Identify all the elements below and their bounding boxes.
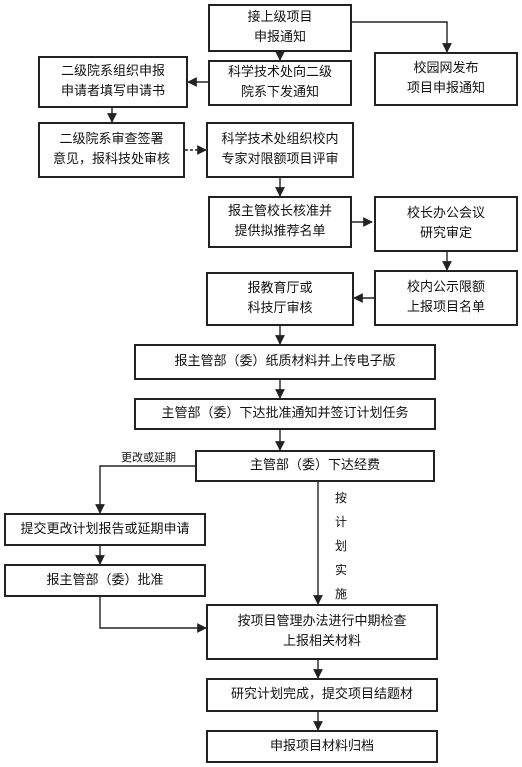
node-report-approve-label: 报主管部（委）批准	[46, 572, 164, 588]
node-expert-review-label: 科学技术处组织校内 专家对限额项目评审	[221, 132, 339, 167]
node-issue-approval: 主管部（委）下达批准通知并签订计划任务	[134, 398, 436, 430]
node-dept-review: 二级院系审查签署 意见，报科技处审核	[38, 122, 185, 178]
node-archive-label: 申报项目材料归档	[269, 738, 374, 754]
node-president-meeting: 校长办公会议 研究审定	[374, 196, 518, 252]
node-campus-publish-label: 校园网发布 项目申报通知	[406, 61, 485, 96]
arrow-notice-to-campus	[352, 21, 452, 53]
node-submit-paper-label: 报主管部（委）纸质材料并上传电子版	[174, 354, 396, 369]
node-report-approve: 报主管部（委）批准	[4, 564, 206, 597]
node-president-meeting-label: 校长办公会议 研究审定	[406, 206, 485, 241]
node-edu-dept-label: 报教育厅或 科技厅审核	[247, 281, 313, 316]
node-dept-organize: 二级院系组织申报 申请者填写申请书	[38, 56, 188, 108]
node-midterm-check-label: 按项目管理办法进行中期检查 上报相关材料	[237, 614, 407, 649]
node-research-complete-label: 研究计划完成，提交项目结题材	[230, 687, 413, 702]
node-research-complete: 研究计划完成，提交项目结题材	[206, 678, 438, 712]
node-submit-change: 提交更改计划报告或延期申请	[4, 513, 206, 546]
node-edu-dept: 报教育厅或 科技厅审核	[206, 272, 354, 326]
node-public-list: 校内公示限额 上报项目名单	[374, 270, 518, 326]
node-keji-issue: 科学技术处向二级 院系下发通知	[208, 60, 352, 106]
node-midterm-check: 按项目管理办法进行中期检查 上报相关材料	[206, 604, 438, 660]
node-dept-review-label: 二级院系审查签署 意见，报科技处审核	[52, 132, 170, 167]
node-expert-review: 科学技术处组织校内 专家对限额项目评审	[206, 122, 354, 178]
node-issue-funds: 主管部（委）下达经费	[195, 450, 435, 482]
node-campus-publish: 校园网发布 项目申报通知	[374, 52, 518, 106]
node-issue-approval-label: 主管部（委）下达批准通知并签订计划任务	[161, 406, 409, 421]
node-receive-notice: 接上级项目 申报通知	[208, 4, 352, 52]
node-submit-paper: 报主管部（委）纸质材料并上传电子版	[134, 344, 436, 380]
label-by-plan: 按 计 划 实 施	[334, 491, 347, 601]
node-dept-organize-label: 二级院系组织申报 申请者填写申请书	[60, 64, 165, 99]
node-archive: 申报项目材料归档	[206, 730, 438, 763]
node-principal-approve: 报主管校长核准并 提供拟推荐名单	[208, 196, 352, 248]
arrow-approve-to-midterm	[99, 597, 207, 633]
node-principal-approve-label: 报主管校长核准并 提供拟推荐名单	[227, 204, 332, 239]
node-issue-funds-label: 主管部（委）下达经费	[249, 458, 380, 473]
node-public-list-label: 校内公示限额 上报项目名单	[406, 280, 485, 315]
node-keji-issue-label: 科学技术处向二级 院系下发通知	[227, 65, 332, 100]
label-change-or-extend: 更改或延期	[121, 451, 176, 464]
arrow-funds-to-change	[95, 465, 195, 514]
node-submit-change-label: 提交更改计划报告或延期申请	[20, 521, 190, 537]
node-receive-notice-label: 接上级项目 申报通知	[247, 10, 313, 45]
